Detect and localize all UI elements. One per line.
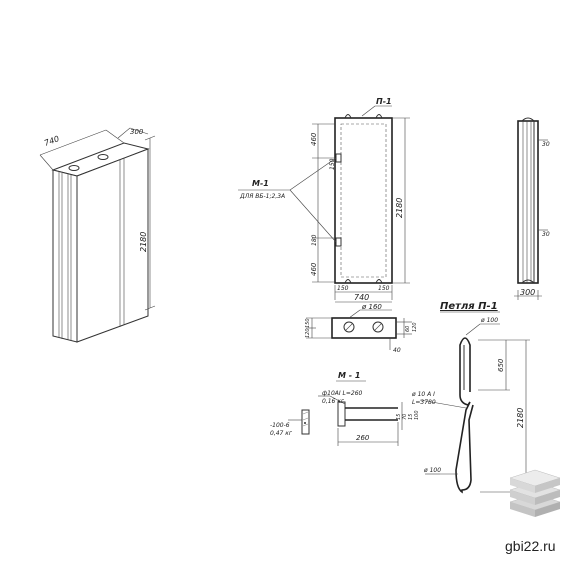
iso-dim-thickness: 300 (130, 128, 144, 136)
iso-hole-left-icon (68, 165, 80, 171)
m1-dim-length: 260 (356, 434, 370, 442)
side-view: 30 30 300 (514, 117, 550, 300)
front-top-loop-left-icon (344, 114, 352, 119)
m1-plate-note-1: -100-6 (270, 422, 290, 429)
plan-dim-right-a: 60 (405, 326, 411, 332)
front-dim-side: 150 (329, 158, 336, 170)
m1-rod-note-1: ф10АI L=260 (322, 390, 363, 397)
iso-hole-right-icon (97, 154, 109, 160)
loop-dim-top-radius: ø 100 (480, 317, 498, 324)
iso-dim-height: 2180 (139, 232, 148, 252)
front-dim-bottom: 460 (310, 262, 318, 276)
front-part-note: ДЛЯ ВБ-1;2,3А (239, 193, 285, 200)
watermark-text: gbi22.ru (505, 538, 556, 554)
front-dim-bottom-right: 150 (378, 285, 390, 292)
front-embedded-part-bottom (335, 237, 342, 247)
loop-shape (455, 337, 474, 494)
front-dim-mid: 180 (311, 234, 318, 246)
side-dim-a: 30 (542, 141, 550, 148)
front-embedded-part-top (335, 153, 342, 163)
m1-rod-note-2: 0,16 кг (322, 398, 345, 405)
m1-plate-side (301, 409, 310, 435)
side-outline (517, 120, 539, 284)
loop-bar-note-2: L=3780 (412, 399, 436, 406)
plan-outline (331, 317, 397, 339)
m1-dim-plate: 100 (414, 410, 420, 420)
loop-dim-total: 2180 (516, 408, 525, 428)
plan-dim-bottom: 40 (393, 347, 401, 354)
m1-plate-front (337, 401, 346, 427)
plan-view: ø 160 150 120 60 120 40 (305, 303, 418, 354)
plan-dim-left-a: 150 (305, 318, 311, 328)
plan-dim-left-b: 120 (305, 328, 311, 338)
front-dim-width: 740 (354, 293, 369, 302)
loop-detail: Петля П-1 ø 100 650 2180 ø 10 А I L=3780… (411, 301, 530, 494)
watermark-logo: gbi22.ru (505, 469, 561, 554)
front-top-loop-right-icon (375, 114, 383, 119)
front-dim-height: 2180 (395, 198, 404, 218)
iso-panel-view: 740 300 2180 (39, 127, 156, 343)
side-dim-thickness: 300 (520, 288, 535, 297)
iso-side-face (76, 148, 149, 343)
front-dim-top: 460 (310, 132, 318, 146)
front-bottom-loop-right-icon (375, 279, 383, 284)
front-bottom-loop-left-icon (344, 279, 352, 284)
loop-bar-note-1: ø 10 А I (411, 391, 435, 398)
m1-title: М - 1 (338, 371, 360, 380)
iso-front-face (52, 169, 78, 343)
loop-title: Петля П-1 (440, 301, 498, 312)
iso-dim-width: 740 (43, 134, 60, 148)
front-dim-bottom-left: 150 (337, 285, 349, 292)
m1-dim-b: 70 (402, 414, 408, 420)
loop-dim-height: 650 (497, 358, 505, 372)
front-outline (334, 117, 393, 284)
m1-dim-a: 15 (396, 414, 402, 420)
side-dim-b: 30 (542, 231, 550, 238)
front-loop-label: П-1 (376, 97, 392, 106)
m1-dim-c: 15 (408, 414, 414, 420)
plan-dim-hole: ø 160 (361, 303, 382, 311)
front-part-label: М-1 (252, 179, 269, 188)
m1-detail: М - 1 ф10АI L=260 0,16 кг -100-6 0,47 кг… (270, 371, 420, 446)
m1-plate-note-2: 0,47 кг (270, 430, 293, 437)
front-view: П-1 460 180 460 150 2180 150 150 740 М-1… (238, 97, 410, 303)
loop-dim-bottom-radius: ø 100 (423, 467, 441, 474)
plan-dim-right-b: 120 (412, 322, 418, 332)
